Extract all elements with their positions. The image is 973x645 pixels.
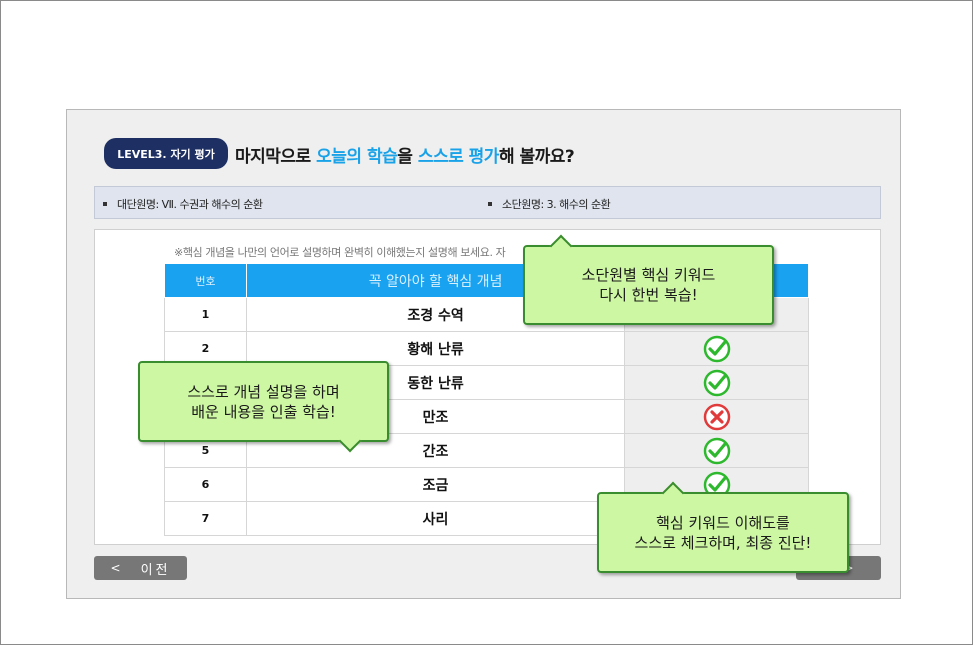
callout-line: 배운 내용을 인출 학습! bbox=[191, 402, 336, 421]
bullet-icon bbox=[488, 202, 492, 206]
headline-highlight-2: 스스로 평가 bbox=[417, 147, 500, 167]
x-circle-icon bbox=[703, 403, 730, 430]
header-number: 번호 bbox=[164, 263, 247, 298]
headline-part-1: 마지막으로 bbox=[235, 147, 317, 167]
check-circle-icon bbox=[703, 471, 730, 498]
instruction-text: ※핵심 개념을 나만의 언어로 설명하며 완벽히 이해했는지 설명해 보세요. … bbox=[174, 246, 506, 259]
check-circle-icon bbox=[703, 335, 730, 362]
major-unit-label: 대단원명: Ⅶ. 수권과 해수의 순환 bbox=[117, 198, 263, 211]
page-title: 마지막으로 오늘의 학습을 스스로 평가해 볼까요? bbox=[235, 142, 575, 167]
row-self-check[interactable] bbox=[624, 365, 809, 400]
row-number: 1 bbox=[164, 297, 247, 332]
prev-button-label: 이전 bbox=[140, 562, 171, 578]
callout-line: 다시 한번 복습! bbox=[599, 286, 698, 304]
headline-part-3: 해 볼까요? bbox=[498, 147, 575, 167]
row-self-check[interactable] bbox=[624, 433, 809, 468]
minor-unit-label: 소단원명: 3. 해수의 순환 bbox=[502, 198, 611, 211]
callout-self-check: 핵심 키워드 이해도를 스스로 체크하며, 최종 진단! bbox=[597, 481, 849, 573]
level-badge: LEVEL3. 자기 평가 bbox=[104, 138, 228, 169]
table-row: 3동한 난류 bbox=[164, 365, 809, 400]
callout-line: 스스로 체크하며, 최종 진단! bbox=[634, 533, 812, 552]
prev-button[interactable]: < 이전 bbox=[94, 556, 187, 580]
unit-bar: 대단원명: Ⅶ. 수권과 해수의 순환 소단원명: 3. 해수의 순환 bbox=[94, 186, 881, 219]
callout-self-explain: 스스로 개념 설명을 하며 배운 내용을 인출 학습! bbox=[138, 361, 389, 453]
minor-unit: 소단원명: 3. 해수의 순환 bbox=[488, 196, 611, 212]
callout-line: 스스로 개념 설명을 하며 bbox=[187, 382, 340, 401]
callout-line: 소단원별 핵심 키워드 bbox=[581, 266, 716, 284]
row-number: 6 bbox=[164, 467, 247, 502]
row-concept: 조금 bbox=[245, 467, 626, 502]
row-concept: 사리 bbox=[245, 501, 626, 536]
callout-line: 핵심 키워드 이해도를 bbox=[656, 513, 790, 532]
chevron-left-icon: < bbox=[110, 561, 121, 575]
bullet-icon bbox=[103, 202, 107, 206]
row-number: 2 bbox=[164, 331, 247, 366]
callout-keyword-review: 소단원별 핵심 키워드 다시 한번 복습! bbox=[523, 234, 774, 325]
check-circle-icon bbox=[703, 369, 730, 396]
major-unit: 대단원명: Ⅶ. 수권과 해수의 순환 bbox=[103, 196, 263, 212]
headline-highlight-1: 오늘의 학습 bbox=[316, 147, 398, 167]
row-self-check[interactable] bbox=[624, 331, 809, 366]
check-circle-icon bbox=[703, 437, 730, 464]
row-self-check[interactable] bbox=[624, 399, 809, 434]
row-number: 7 bbox=[164, 501, 247, 536]
headline-part-2: 을 bbox=[397, 147, 418, 167]
lesson-stage: LEVEL3. 자기 평가 마지막으로 오늘의 학습을 스스로 평가해 볼까요?… bbox=[66, 109, 901, 599]
